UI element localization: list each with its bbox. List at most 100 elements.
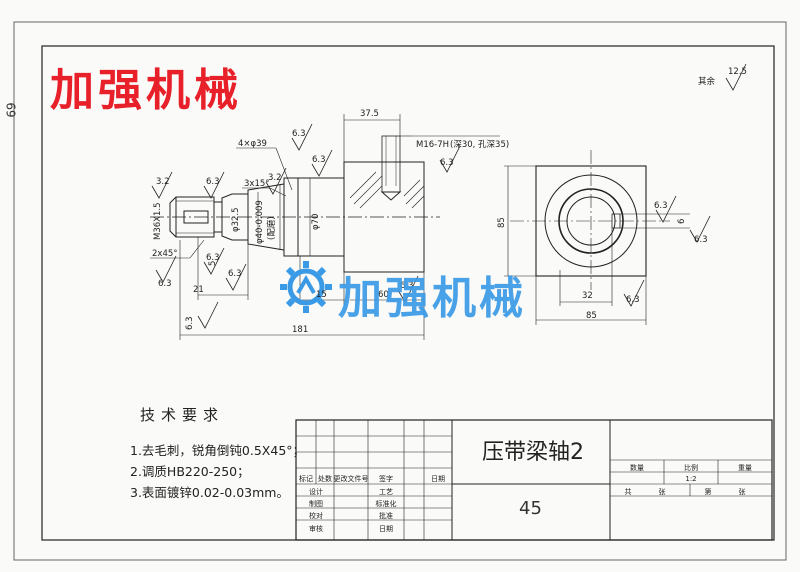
roughness-symbol <box>397 275 419 303</box>
tb-sheet-label: 共 <box>624 488 632 496</box>
dim-tap-note: (深30, 孔深35) <box>450 140 509 150</box>
margin-mark: 69 <box>3 102 18 118</box>
roughness-symbol <box>689 215 711 243</box>
roughness-symbol <box>155 255 177 283</box>
roughness-value: 6.3 <box>185 316 195 330</box>
roughness-symbol <box>203 171 225 199</box>
roughness-symbol <box>265 167 287 195</box>
side-dimension-lines <box>504 165 690 325</box>
section-hatching <box>349 171 425 209</box>
roughness-symbol <box>439 145 461 173</box>
dim-total: 181 <box>292 325 308 335</box>
drill-point <box>380 191 402 201</box>
tb-right-header: 比例 <box>684 464 698 472</box>
tb-scale: 1:2 <box>685 475 697 483</box>
dim-holes: 4×φ39 <box>238 139 267 149</box>
brand-title: 加强机械 <box>50 65 242 116</box>
tb-row-label: 标准化 <box>375 500 397 508</box>
roughness-symbol <box>311 149 333 177</box>
tb-right-header: 重量 <box>738 464 752 472</box>
roughness-symbol <box>225 263 247 291</box>
roughness-symbol <box>151 171 173 199</box>
title-block-frame <box>295 419 773 541</box>
main-roughness-symbols <box>151 63 747 329</box>
main-body <box>343 161 425 273</box>
roughness-symbol <box>655 195 677 223</box>
dim-len-60: 60 <box>378 290 389 300</box>
side-dim-key: 6 <box>677 219 687 224</box>
title-block <box>295 419 773 541</box>
roughness-symbol <box>197 301 219 329</box>
tb-header: 更改文件号 <box>333 475 369 483</box>
roughness-value: 6.3 <box>440 158 454 168</box>
dim-bearing-dia: φ40-0.009 <box>255 200 265 244</box>
roughness-value: 6.3 <box>292 129 306 139</box>
dim-len-5: 5 <box>208 261 218 266</box>
roughness-value: 6.3 <box>312 155 326 165</box>
roughness-value: 6.3 <box>158 279 172 289</box>
tb-row-label: 批准 <box>379 512 393 520</box>
dim-top-len: 37.5 <box>360 109 379 119</box>
tb-right-header: 数量 <box>630 464 644 472</box>
tb-header: 日期 <box>431 475 445 483</box>
side-dim-offset: 32 <box>582 291 593 301</box>
dim-thread: M36X1.5 <box>153 203 163 241</box>
tb-row-label: 工艺 <box>379 488 393 496</box>
requirements-title: 技术要求 <box>140 406 225 424</box>
tb-header: 处数 <box>318 475 332 483</box>
roughness-value: 6.3 <box>654 201 668 211</box>
roughness-symbol <box>291 123 313 151</box>
roughness-value: 3.2 <box>156 177 170 187</box>
dim-len-15: 15 <box>316 290 327 300</box>
dim-chamfer-mid: 3x15° <box>244 179 270 189</box>
dim-len-21: 21 <box>193 285 204 295</box>
tb-row-label: 校对 <box>309 512 323 520</box>
dim-chamfer-left: 2x45° <box>152 249 178 259</box>
roughness-value: 6.3 <box>626 295 640 305</box>
material: 45 <box>519 498 542 519</box>
watermark-gear-icon <box>280 261 332 313</box>
roughness-rest-label: 其余 <box>698 76 716 87</box>
outer-border <box>13 21 787 561</box>
tb-sheet-label: 第 <box>704 488 712 496</box>
roughness-value: 6.3 <box>694 235 708 245</box>
side-inner-circle <box>566 196 616 246</box>
main-view <box>150 63 747 340</box>
roughness-rest-value: 12.5 <box>728 67 747 77</box>
tb-sheet-label: 张 <box>738 488 746 496</box>
requirement-item: 1.去毛刺，锐角倒钝0.5X45°； <box>130 443 306 458</box>
dim-body-dia: φ70 <box>311 214 321 230</box>
tb-row-label: 日期 <box>379 525 393 533</box>
tb-header: 签字 <box>379 475 393 483</box>
roughness-value: 6.3 <box>206 253 220 263</box>
side-mid-circle <box>558 188 624 254</box>
side-dim-height: 85 <box>497 217 507 228</box>
side-view <box>504 150 711 325</box>
side-outer-circle <box>544 174 638 268</box>
tb-row-label: 审核 <box>309 525 323 533</box>
tb-left-grid <box>296 420 452 540</box>
roughness-symbol-rest <box>725 63 747 91</box>
main-dimension-lines <box>150 114 500 340</box>
dim-tap: M16-7H <box>416 140 449 150</box>
roughness-value: 6.3 <box>400 281 414 291</box>
dim-bearing-note: (配磨) <box>266 216 277 240</box>
tb-row-label: 设计 <box>309 488 323 496</box>
roughness-value: 3.2 <box>268 173 282 183</box>
roughness-value: 6.3 <box>228 269 242 279</box>
roughness-symbol <box>623 279 645 307</box>
roughness-symbol <box>203 247 225 275</box>
tb-right-grid <box>610 459 772 497</box>
dim-shoulder-dia: φ32.5 <box>231 207 241 232</box>
tb-sheet-label: 张 <box>658 488 666 496</box>
side-roughness-symbols <box>623 195 711 307</box>
keyway <box>611 213 621 229</box>
requirement-item: 3.表面镀锌0.02-0.03mm。 <box>130 485 289 500</box>
side-dim-width: 85 <box>586 311 597 321</box>
tb-row-label: 制图 <box>309 500 323 508</box>
roughness-value: 6.3 <box>206 177 220 187</box>
collar <box>283 177 299 257</box>
watermark-text: 加强机械 <box>338 273 526 324</box>
part-name: 压带梁轴2 <box>482 440 584 465</box>
